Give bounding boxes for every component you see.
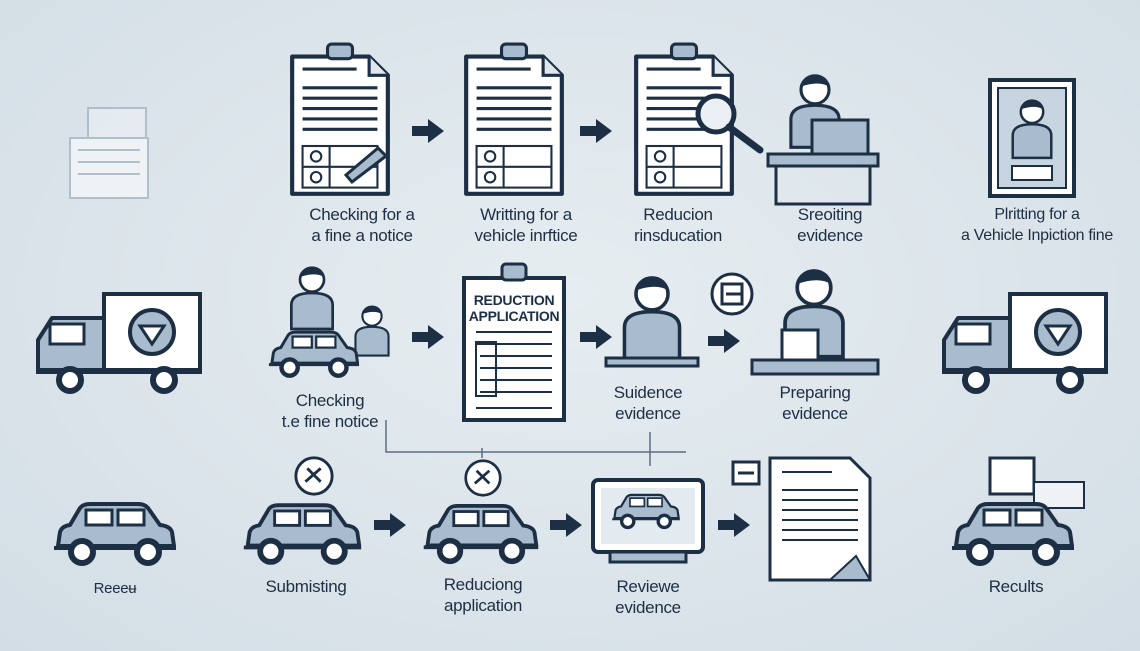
arrow-icon <box>718 513 750 537</box>
person-at-laptop-icon <box>766 73 880 206</box>
arrow-icon <box>708 329 740 353</box>
document-badge-icon <box>710 272 754 316</box>
arrow-icon <box>580 325 612 349</box>
arrow-icon <box>580 119 612 143</box>
no-entry-icon <box>294 456 334 496</box>
car-icon <box>54 504 176 563</box>
arrow-icon <box>374 513 406 537</box>
truck-icon <box>942 294 1108 391</box>
car-icon <box>424 506 538 561</box>
person-writing-at-desk-icon <box>750 268 880 376</box>
truck-icon <box>36 294 202 391</box>
vehicle-document-icon <box>466 44 562 194</box>
car-icon <box>952 504 1074 563</box>
hammer-badge-icon <box>464 459 502 497</box>
reduction-application-document <box>462 262 566 422</box>
arrow-icon <box>412 119 444 143</box>
car-icon <box>244 505 361 562</box>
step-label: Recults <box>988 577 1044 596</box>
faded-document-icon <box>69 107 149 199</box>
printer-icon <box>988 456 1085 509</box>
result-document-icon <box>768 456 872 582</box>
people-with-car-icon <box>269 265 389 376</box>
fine-notice-document-icon <box>292 44 388 194</box>
arrow-icon <box>550 513 582 537</box>
step-label: Reeeʉ <box>93 580 137 597</box>
arrow-icon <box>412 325 444 349</box>
step-label: Submisting <box>265 577 347 596</box>
person-thumbs-up-icon <box>604 275 700 368</box>
magnifier-icon <box>695 93 764 154</box>
monitor-with-car-icon <box>591 478 705 564</box>
connector-lines <box>385 420 686 466</box>
pen-icon <box>343 145 389 185</box>
framed-portrait-icon <box>988 78 1076 198</box>
small-document-icon <box>731 460 761 486</box>
